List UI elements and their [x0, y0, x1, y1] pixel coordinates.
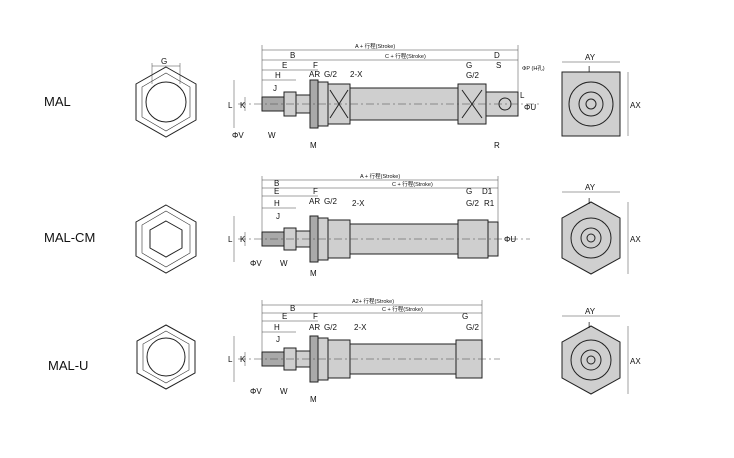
- label-s-mal: S: [496, 61, 501, 70]
- dim-g2-mal: G/2: [324, 70, 337, 79]
- dim-w-mal-cm: W: [280, 259, 288, 268]
- dim-e-mal-cm: E: [274, 187, 279, 196]
- dim-h-mal-cm: H: [274, 199, 280, 208]
- dim-g2-mal-u: G/2: [324, 323, 337, 332]
- dim-i-mal-u: I: [588, 321, 590, 330]
- dim-a-mal: A + 行程(Stroke): [355, 42, 395, 50]
- dim-i-mal: I: [588, 65, 590, 74]
- row-mal-u: MAL-U A2+ 行程(Stroke) B C + 行程(Stroke) E …: [48, 297, 641, 404]
- side-view-mal-cm: A + 行程(Stroke) B C + 行程(Stroke) D1 E F H…: [228, 172, 530, 278]
- front-view-hex-mal-cm: [135, 204, 197, 274]
- dim-ar-mal-cm: AR: [309, 197, 320, 206]
- label-2x-mal: 2-X: [350, 70, 363, 79]
- dim-l-mal: L: [228, 101, 233, 110]
- dim-k-mal-cm: K: [240, 235, 246, 244]
- label-g2-mal: G/2: [466, 71, 479, 80]
- dim-m-mal: M: [310, 141, 317, 150]
- dim-f-mal: F: [313, 61, 318, 70]
- front-circle-cap-mal: [145, 81, 187, 123]
- end-view-mal-u: AY I AX: [561, 307, 641, 395]
- dim-g2-mal-cm: G/2: [324, 197, 337, 206]
- front-view-hex-mal: G: [135, 57, 197, 138]
- dim-a-mal-cm: A + 行程(Stroke): [360, 172, 400, 180]
- dim-v-mal: ΦV: [232, 131, 244, 140]
- dim-f-mal-u: F: [313, 312, 318, 321]
- label-g-mal-u: G: [462, 312, 468, 321]
- dim-l-right-mal: L: [520, 91, 525, 100]
- dim-l-mal-u: L: [228, 355, 233, 364]
- dim-b-mal-cm: B: [274, 179, 279, 188]
- dim-c-mal-u: C + 行程(Stroke): [382, 305, 423, 313]
- dim-l-mal-cm: L: [228, 235, 233, 244]
- dim-a2-mal-u: A2+ 行程(Stroke): [352, 297, 394, 305]
- dim-e-mal: E: [282, 61, 287, 70]
- dim-j-mal-u: J: [276, 335, 280, 344]
- dim-v-mal-cm: ΦV: [250, 259, 262, 268]
- dim-c-mal-cm: C + 行程(Stroke): [392, 180, 433, 188]
- dim-c-mal: C + 行程(Stroke): [385, 52, 426, 60]
- dim-ar-mal-u: AR: [309, 323, 320, 332]
- dim-ax-mal: AX: [630, 101, 641, 110]
- end-view-mal: AY I AX: [561, 53, 641, 137]
- front-circle-cap-mal-u: [146, 337, 186, 377]
- dim-ay-mal: AY: [585, 53, 596, 62]
- dim-m-mal-u: M: [310, 395, 317, 404]
- dim-e-mal-u: E: [282, 312, 287, 321]
- dim-i-mal-cm: I: [588, 197, 590, 206]
- side-view-mal-u: A2+ 行程(Stroke) B C + 行程(Stroke) E F H J …: [228, 297, 500, 404]
- label-g-mal-cm: G: [466, 187, 472, 196]
- dim-d-mal: D: [494, 51, 500, 60]
- front-hex-cap-mal-cm: [149, 220, 183, 258]
- dim-g-mal: G: [161, 57, 167, 66]
- dim-h-mal: H: [275, 71, 281, 80]
- note-port-mal: ΦP (H孔): [522, 64, 545, 72]
- dim-ay-mal-u: AY: [585, 307, 596, 316]
- dim-m-mal-cm: M: [310, 269, 317, 278]
- label-r1-mal-cm: R1: [484, 199, 495, 208]
- label-g-mal: G: [466, 61, 472, 70]
- label-g2-mal-u: G/2: [466, 323, 479, 332]
- dim-u-mal-cm: ΦU: [504, 235, 516, 244]
- label-2x-mal-u: 2-X: [354, 323, 367, 332]
- dim-ax-mal-u: AX: [630, 357, 641, 366]
- dim-f-mal-cm: F: [313, 187, 318, 196]
- model-label-mal: MAL: [44, 94, 71, 109]
- label-g2-mal-cm: G/2: [466, 199, 479, 208]
- dim-ar-mal: AR: [309, 70, 320, 79]
- dim-w-mal-u: W: [280, 387, 288, 396]
- row-mal-cm: MAL-CM A + 行程(Stroke) B C + 行程(Stroke) D…: [44, 172, 641, 278]
- dim-ay-mal-cm: AY: [585, 183, 596, 192]
- end-view-mal-cm: AY I AX: [561, 183, 641, 275]
- dim-j-mal: J: [273, 84, 277, 93]
- dim-r-mal: R: [494, 141, 500, 150]
- dim-k-mal-u: K: [240, 355, 246, 364]
- model-label-mal-u: MAL-U: [48, 358, 88, 373]
- dim-u-mal: ΦU: [524, 103, 536, 112]
- dim-h-mal-u: H: [274, 323, 280, 332]
- dim-j-mal-cm: J: [276, 212, 280, 221]
- dim-w-mal: W: [268, 131, 276, 140]
- label-2x-mal-cm: 2-X: [352, 199, 365, 208]
- model-label-mal-cm: MAL-CM: [44, 230, 95, 245]
- dim-v-mal-u: ΦV: [250, 387, 262, 396]
- row-mal: MAL G: [44, 42, 641, 150]
- dim-ax-mal-cm: AX: [630, 235, 641, 244]
- dim-b-mal: B: [290, 51, 295, 60]
- side-view-mal: A + 行程(Stroke) B C + 行程(Stroke) D E F H …: [228, 42, 545, 150]
- dim-b-mal-u: B: [290, 304, 295, 313]
- dim-k-mal: K: [240, 101, 246, 110]
- dim-d1-mal-cm: D1: [482, 187, 493, 196]
- front-view-hex-mal-u: [136, 324, 196, 390]
